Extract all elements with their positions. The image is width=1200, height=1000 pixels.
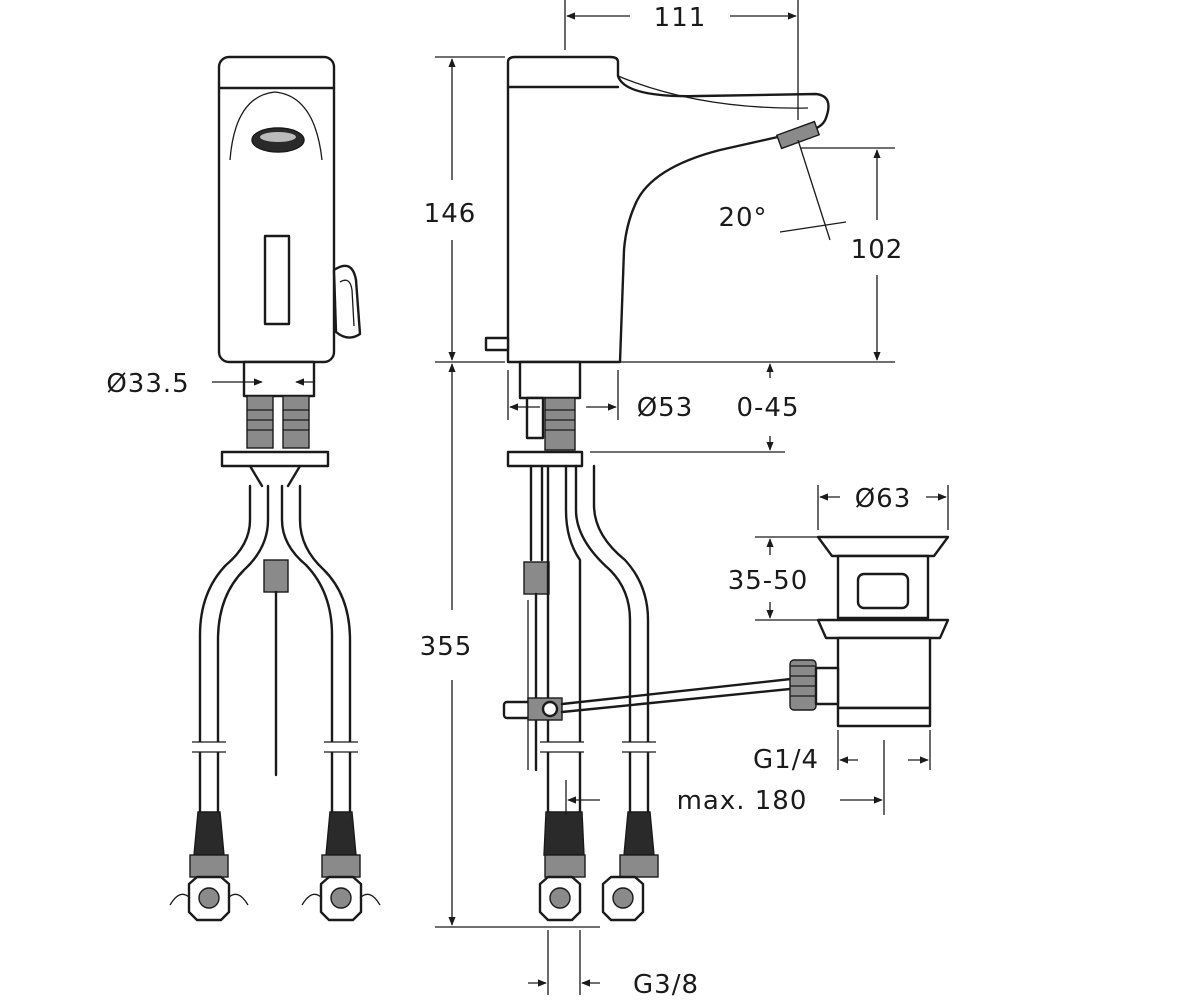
label-dia-33-5: Ø33.5 xyxy=(106,369,189,399)
label-thread-g3-8: G3/8 xyxy=(633,970,699,1000)
side-mount-plate xyxy=(506,450,584,468)
front-connector-left xyxy=(246,395,274,449)
spout-aerator xyxy=(775,120,821,150)
label-max-180: max. 180 xyxy=(677,786,808,816)
label-height-146: 146 xyxy=(424,199,477,229)
waste-body xyxy=(836,636,932,710)
waste-valve xyxy=(789,535,950,728)
front-connector-right xyxy=(282,395,310,449)
label-waste-height: 35-50 xyxy=(728,566,809,596)
dimension-labels: 111 146 20° 102 Ø33.5 Ø53 0-45 Ø63 35-50… xyxy=(106,3,912,1000)
label-spout-angle: 20° xyxy=(718,203,767,233)
side-lever xyxy=(332,264,362,339)
front-slot xyxy=(263,234,291,326)
side-connector xyxy=(544,397,576,451)
label-dia-53: Ø53 xyxy=(637,393,694,423)
front-view xyxy=(169,55,381,922)
label-spout-height: 102 xyxy=(851,235,904,265)
dimension-lines xyxy=(435,0,949,995)
waste-flange xyxy=(816,535,950,558)
label-waste-dia: Ø63 xyxy=(855,484,912,514)
label-thread-g1-4: G1/4 xyxy=(753,745,819,775)
label-hose-length: 355 xyxy=(420,632,473,662)
side-view xyxy=(484,55,830,922)
side-faucet-body xyxy=(506,55,830,364)
front-mount-plate xyxy=(220,450,330,468)
label-width-111: 111 xyxy=(654,3,707,33)
label-deck-range: 0-45 xyxy=(736,393,799,423)
